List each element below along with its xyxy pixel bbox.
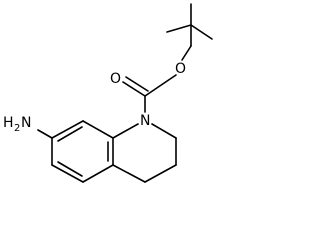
ester-oxygen-label: O bbox=[175, 61, 186, 77]
benzene-bond-1 bbox=[82, 164, 114, 183]
tbutyl-right-bond bbox=[190, 24, 213, 40]
chemical-structure-diagram: H 2 N N O O bbox=[3, 3, 213, 183]
tbutyl-left-bond bbox=[166, 24, 192, 33]
ring-nitrogen-label: N bbox=[140, 113, 150, 129]
ring-nitrogen-to-ch2-bond bbox=[151, 123, 177, 139]
benzene-bond-2 bbox=[51, 164, 84, 183]
benzene-bond-2-inner bbox=[57, 161, 83, 177]
structure-canvas: H 2 N N O O bbox=[3, 3, 213, 183]
benzene-bond-5 bbox=[82, 120, 114, 139]
carbonyl-oxygen-label: O bbox=[110, 71, 121, 87]
benzene-to-amine-bond bbox=[37, 129, 53, 139]
quaternary-to-ester-oxygen-bond bbox=[181, 45, 192, 61]
ch2-ch2-bond-b bbox=[144, 164, 177, 183]
carbonyl-double-bond-inner bbox=[125, 76, 149, 92]
amine-hydrogen-label: H bbox=[3, 115, 14, 131]
ring-nitrogen-to-aromatic-bond bbox=[112, 123, 139, 139]
amine-nitrogen-label: N bbox=[21, 115, 31, 131]
benzene-bond-4 bbox=[51, 120, 84, 139]
amine-hydrogen-count-label: 2 bbox=[14, 123, 20, 134]
ester-oxygen-to-carbonyl-bond bbox=[144, 74, 177, 97]
ch2-to-aromatic-bond bbox=[112, 164, 146, 183]
carbonyl-double-bond-outer bbox=[122, 81, 146, 97]
benzene-bond-4-inner bbox=[57, 126, 83, 142]
